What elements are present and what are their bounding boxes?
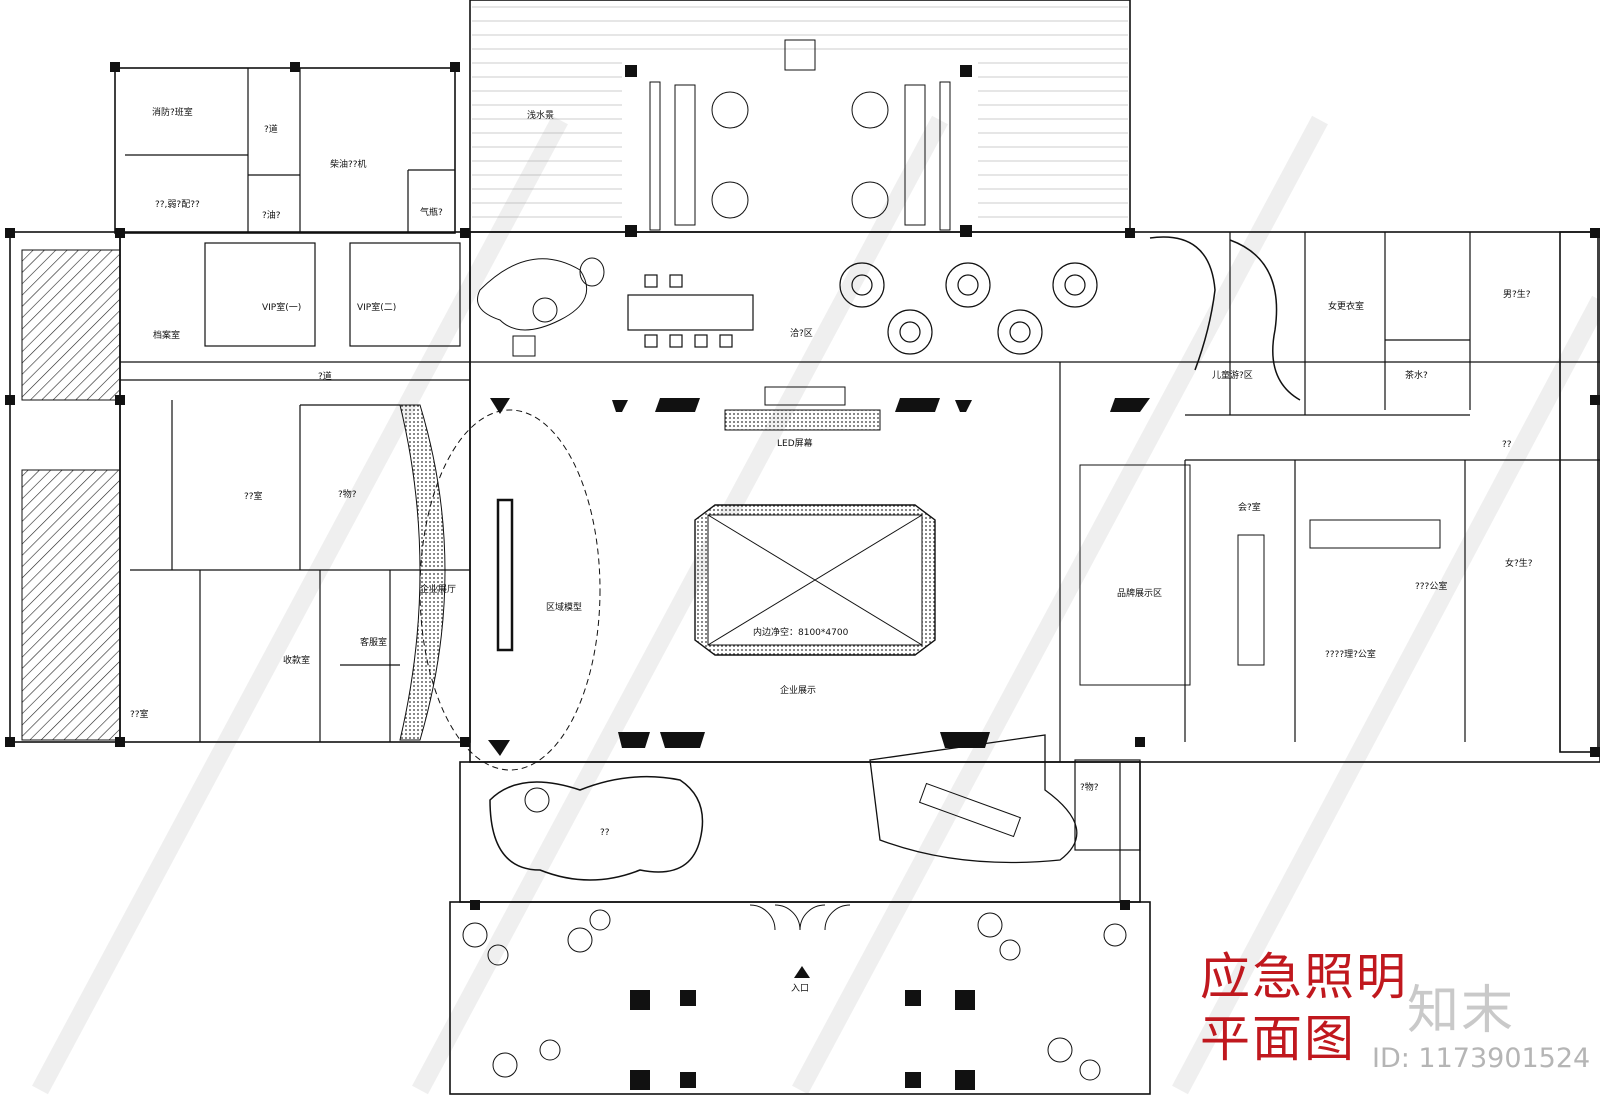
meeting-table	[1237, 534, 1265, 666]
watermark-id: ID: 1173901524	[1372, 1043, 1591, 1074]
label-oil-store: ?油?	[262, 209, 281, 221]
label-archive: 档案室	[153, 329, 180, 341]
label-kids-area: 儿童游?区	[1212, 369, 1253, 381]
label-shallow-water: 浅水景	[527, 109, 554, 121]
entrance-columns	[630, 990, 975, 1090]
open-office-desks	[1309, 519, 1441, 549]
pool-fountain	[524, 787, 550, 813]
cafe-seating	[649, 39, 951, 231]
label-negotiation: 洽?区	[790, 327, 813, 339]
label-entrance: 入口	[791, 983, 809, 994]
label-office-a: ??室	[244, 490, 263, 502]
interior-walls	[120, 68, 1600, 902]
structural-columns	[5, 62, 1600, 910]
label-led-screen: LED屏幕	[777, 437, 813, 449]
label-gas-cylinder: 气瓶?	[420, 206, 443, 218]
kids-area-curve	[1149, 236, 1216, 371]
label-service: 客服室	[360, 636, 387, 648]
central-display-frame	[694, 504, 936, 656]
label-vip2: VIP室(二)	[357, 301, 396, 313]
label-brand-display: 品牌展示区	[1117, 587, 1162, 599]
label-room-b: ??室	[130, 708, 149, 720]
reception-island	[869, 734, 1078, 864]
enterprise-hall-curve	[399, 404, 446, 741]
label-enterprise-display: 企业展示	[780, 684, 816, 696]
pool-outline	[489, 775, 704, 881]
reception-desk	[918, 782, 1022, 838]
label-female-wc: 女?生?	[1505, 557, 1533, 569]
hatched-zone-upper	[21, 249, 121, 401]
label-diesel-gen: 柴油??机	[330, 158, 367, 170]
label-vip1: VIP室(一)	[262, 301, 301, 313]
water-feature-planks	[472, 2, 622, 227]
led-screen-bar	[724, 409, 881, 431]
label-regional-model: 区域模型	[546, 601, 582, 613]
water-feature-top-strip	[622, 2, 978, 52]
regional-model-boundary	[419, 409, 601, 771]
label-male-wc: 男?生?	[1503, 288, 1531, 300]
label-meeting: 会?室	[1238, 501, 1261, 513]
label-cashier: 收款室	[283, 654, 310, 666]
entrance-arrow	[794, 966, 810, 978]
room-labels: 消防?班室 ?道 柴油??机 ??,弱?配?? ?油? 气瓶? 浅水景 VIP室…	[130, 106, 1533, 994]
watermark-brand-logo: 知末	[1407, 981, 1516, 1041]
label-corridor-b: ?道	[318, 370, 332, 382]
label-corridor-a: ?道	[264, 123, 278, 135]
label-clear-size: 内边净空：8100*4700	[753, 626, 849, 638]
lounge-sofa	[477, 257, 605, 357]
brand-display-shelves	[1079, 464, 1191, 686]
label-fire-control: 消防?班室	[152, 106, 193, 118]
label-tea-room: 茶水?	[1405, 369, 1428, 381]
entrance-doors	[749, 904, 851, 931]
entrance-trees	[462, 909, 1127, 1081]
drawing-title-line-1: 应急照明	[1200, 948, 1408, 1006]
drawing-title: 应急照明 平面图	[1200, 946, 1408, 1070]
label-pool: ??	[600, 828, 610, 838]
negotiation-tables	[627, 262, 1098, 355]
label-storage-a: ?物?	[338, 488, 357, 500]
hatched-zone-lower	[21, 469, 121, 741]
label-female-locker: 女更衣室	[1328, 300, 1364, 312]
label-open-office: ???公室	[1415, 580, 1447, 592]
label-power-dist: ??,弱?配??	[155, 199, 200, 210]
water-feature-planks-right	[978, 2, 1128, 227]
regional-model-table	[496, 498, 514, 652]
kids-slide	[1229, 239, 1301, 401]
led-screen-box	[764, 386, 846, 406]
label-corridor-c: ??	[1502, 440, 1512, 450]
drawing-title-line-2: 平面图	[1200, 1010, 1356, 1068]
label-enterprise-hall: 企业展厅	[420, 583, 456, 595]
label-storage-b: ?物?	[1080, 781, 1099, 793]
label-gm-office: ????理?公室	[1325, 648, 1376, 660]
